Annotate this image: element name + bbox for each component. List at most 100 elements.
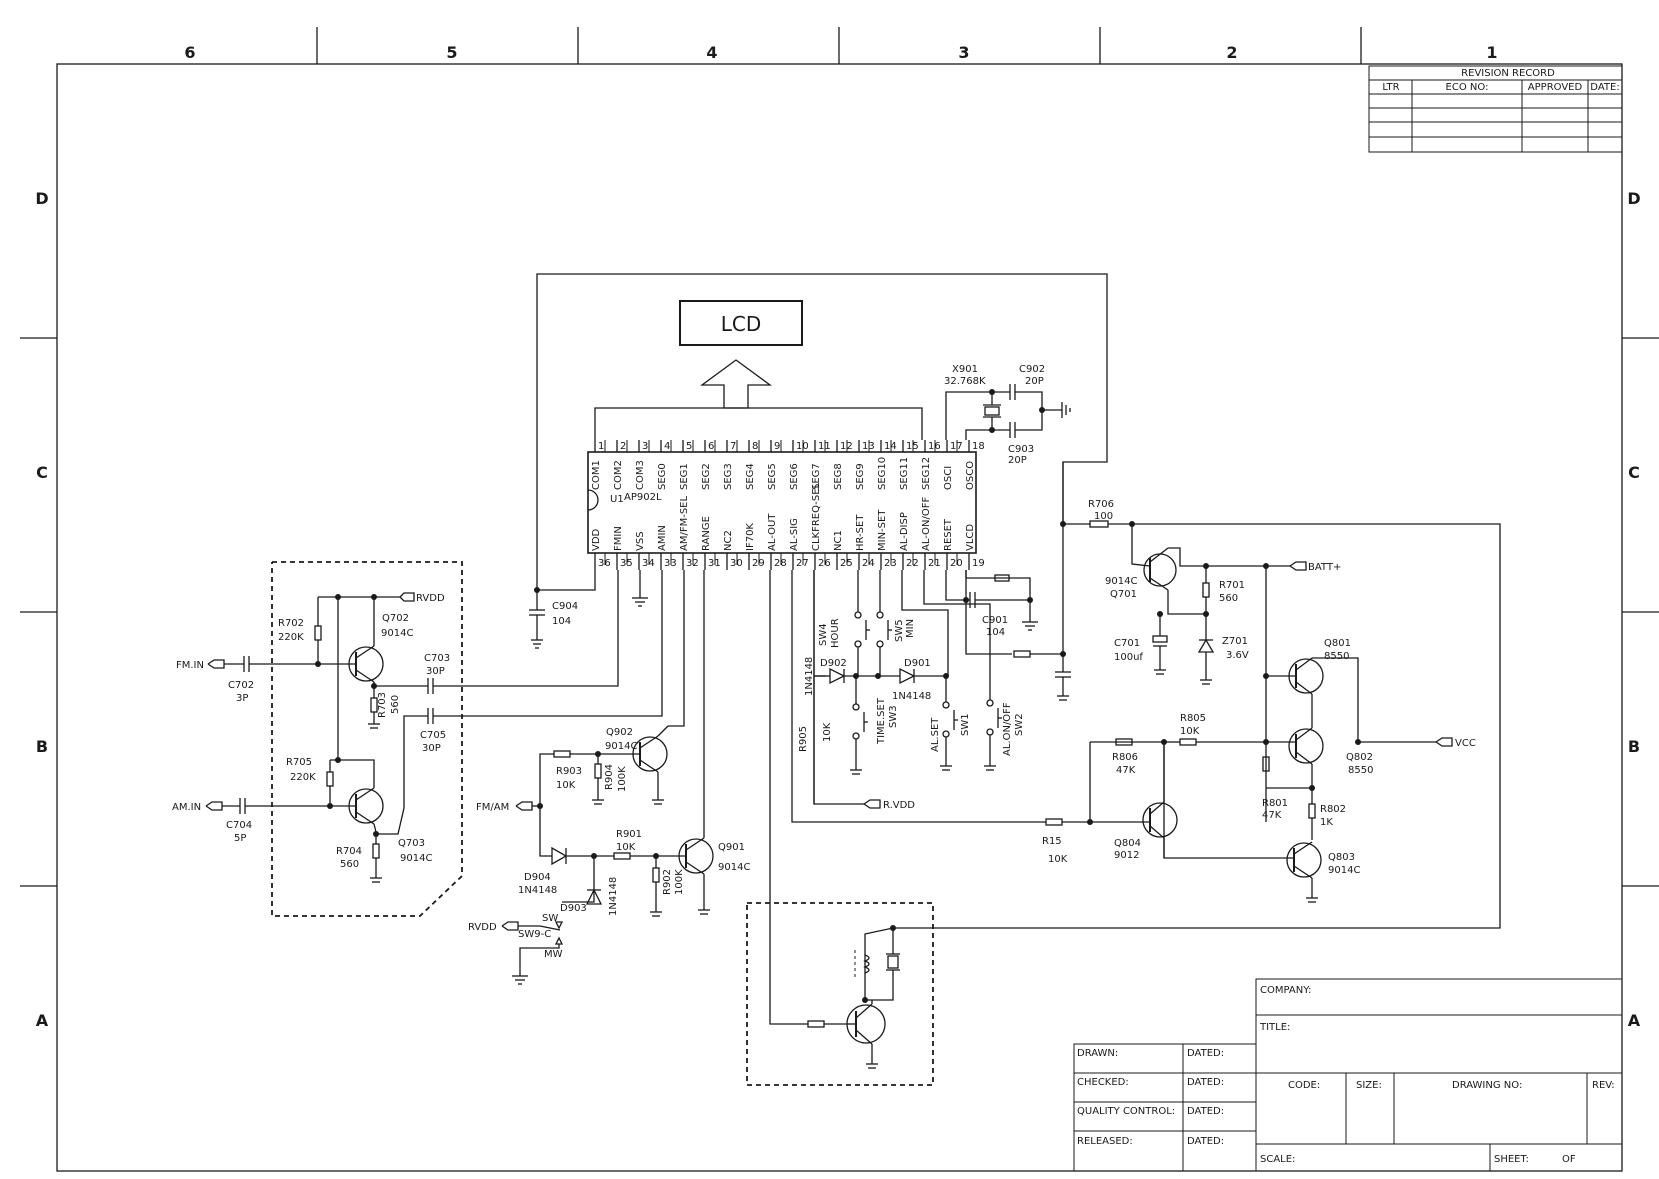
- title-drawn: DRAWN:: [1077, 1048, 1118, 1059]
- svg-text:560: 560: [1219, 593, 1238, 604]
- title-of: OF: [1562, 1154, 1576, 1165]
- ic-pin-name: VDD: [591, 528, 602, 551]
- revision-record: REVISION RECORD LTR ECO NO: APPROVED DAT…: [1368, 65, 1623, 153]
- svg-text:Z701: Z701: [1222, 636, 1248, 647]
- title-scale: SCALE:: [1260, 1154, 1295, 1165]
- zone-row-d-right: D: [1627, 189, 1640, 208]
- svg-text:TIME.SET: TIME.SET: [876, 697, 887, 745]
- svg-text:R902: R902: [662, 869, 673, 895]
- crystal-x901: X901 32.768K C902 20P C903 20P: [944, 364, 1071, 466]
- ic-pin-number: 7: [730, 441, 736, 452]
- svg-text:220K: 220K: [290, 772, 316, 783]
- title-sheet: SHEET:: [1494, 1154, 1529, 1165]
- svg-text:SW2: SW2: [1014, 713, 1025, 736]
- svg-text:C705: C705: [420, 730, 446, 741]
- revision-title: REVISION RECORD: [1461, 68, 1555, 79]
- svg-text:1N4148: 1N4148: [518, 885, 557, 896]
- ic-pin-name: AL-DISP: [899, 512, 910, 551]
- svg-text:104: 104: [552, 616, 571, 627]
- title-checked: CHECKED:: [1077, 1077, 1129, 1088]
- svg-text:5P: 5P: [234, 833, 246, 844]
- svg-text:9014C: 9014C: [605, 741, 637, 752]
- zone-column-labels: 6 5 4 3 2 1: [184, 43, 1497, 62]
- svg-text:1N4148: 1N4148: [892, 691, 931, 702]
- svg-text:AL.SET: AL.SET: [930, 717, 941, 752]
- title-drawing-no: DRAWING NO:: [1452, 1080, 1522, 1091]
- ic-pin-number: 31: [708, 558, 721, 569]
- svg-text:9012: 9012: [1114, 850, 1139, 861]
- svg-text:SW5: SW5: [894, 619, 905, 642]
- ic-u1: 1COM12COM23COM34SEG05SEG16SEG27SEG38SEG4…: [587, 440, 985, 570]
- svg-text:C901: C901: [982, 615, 1008, 626]
- ic-pin-name: COM2: [613, 460, 624, 490]
- svg-text:100K: 100K: [674, 869, 685, 895]
- svg-text:R801: R801: [1262, 798, 1288, 809]
- ic-part: AP902L: [624, 492, 662, 503]
- svg-text:9014C: 9014C: [1328, 865, 1360, 876]
- title-code: CODE:: [1288, 1080, 1320, 1091]
- power-supply: R706 100 9014C Q701 R701 560 Z701 3.6V: [791, 462, 1501, 929]
- oscillator-box: [746, 902, 934, 1086]
- ic-pin-name: MIN-SET: [877, 509, 888, 551]
- ic-pin-name: AL-OUT: [767, 513, 778, 551]
- ic-pin-name: RESET: [943, 518, 954, 551]
- svg-text:10K: 10K: [822, 722, 833, 742]
- switch-keys: R.VDD R905 10K D902 1N4148 D901 1N4148 S…: [769, 570, 1025, 1025]
- ic-pin-number: 2: [620, 441, 626, 452]
- svg-text:47K: 47K: [1116, 765, 1136, 776]
- svg-text:9014C: 9014C: [718, 862, 750, 873]
- svg-text:1K: 1K: [1320, 817, 1333, 828]
- svg-text:20P: 20P: [1025, 376, 1044, 387]
- svg-text:R904: R904: [604, 764, 615, 790]
- zone-row-b-right: B: [1628, 737, 1640, 756]
- ic-pin-number: 35: [620, 558, 633, 569]
- ic-pin-number: 14: [884, 441, 897, 452]
- svg-text:C902: C902: [1019, 364, 1045, 375]
- svg-text:220K: 220K: [278, 632, 304, 643]
- ic-pin-name: SEG8: [833, 463, 844, 490]
- svg-text:AM.IN: AM.IN: [172, 802, 201, 813]
- svg-text:C703: C703: [424, 653, 450, 664]
- svg-text:100K: 100K: [617, 766, 628, 792]
- ic-pin-number: 13: [862, 441, 875, 452]
- ic-pin-number: 9: [774, 441, 780, 452]
- zone-row-d-left: D: [35, 189, 48, 208]
- svg-text:RVDD: RVDD: [468, 922, 497, 933]
- ic-pin-name: HR-SET: [855, 514, 866, 551]
- svg-text:30P: 30P: [426, 666, 445, 677]
- ic-pin-number: 33: [664, 558, 677, 569]
- svg-text:8550: 8550: [1324, 651, 1349, 662]
- svg-text:R901: R901: [616, 829, 642, 840]
- ic-pin-name: SEG11: [899, 457, 910, 490]
- svg-text:D902: D902: [820, 658, 847, 669]
- ic-pin-number: 5: [686, 441, 692, 452]
- ic-pin-number: 18: [972, 441, 985, 452]
- svg-text:C704: C704: [226, 820, 252, 831]
- ic-pin-name: AM/FM-SEL: [679, 496, 690, 551]
- svg-text:AL.ON/OFF: AL.ON/OFF: [1002, 702, 1013, 756]
- svg-text:SW1: SW1: [960, 713, 971, 736]
- ic-pin-number: 23: [884, 558, 897, 569]
- svg-text:C702: C702: [228, 680, 254, 691]
- ic-pin-name: SEG4: [745, 463, 756, 490]
- svg-text:D904: D904: [524, 872, 551, 883]
- svg-text:R706: R706: [1088, 499, 1114, 510]
- zone-row-labels: D C B A D C B A: [35, 189, 1640, 1030]
- ic-pin-name: OSCO: [965, 461, 976, 490]
- svg-text:BATT+: BATT+: [1308, 562, 1341, 573]
- ic-pin-name: CLKFREQ-SEL: [811, 482, 822, 551]
- svg-text:10K: 10K: [1180, 726, 1200, 737]
